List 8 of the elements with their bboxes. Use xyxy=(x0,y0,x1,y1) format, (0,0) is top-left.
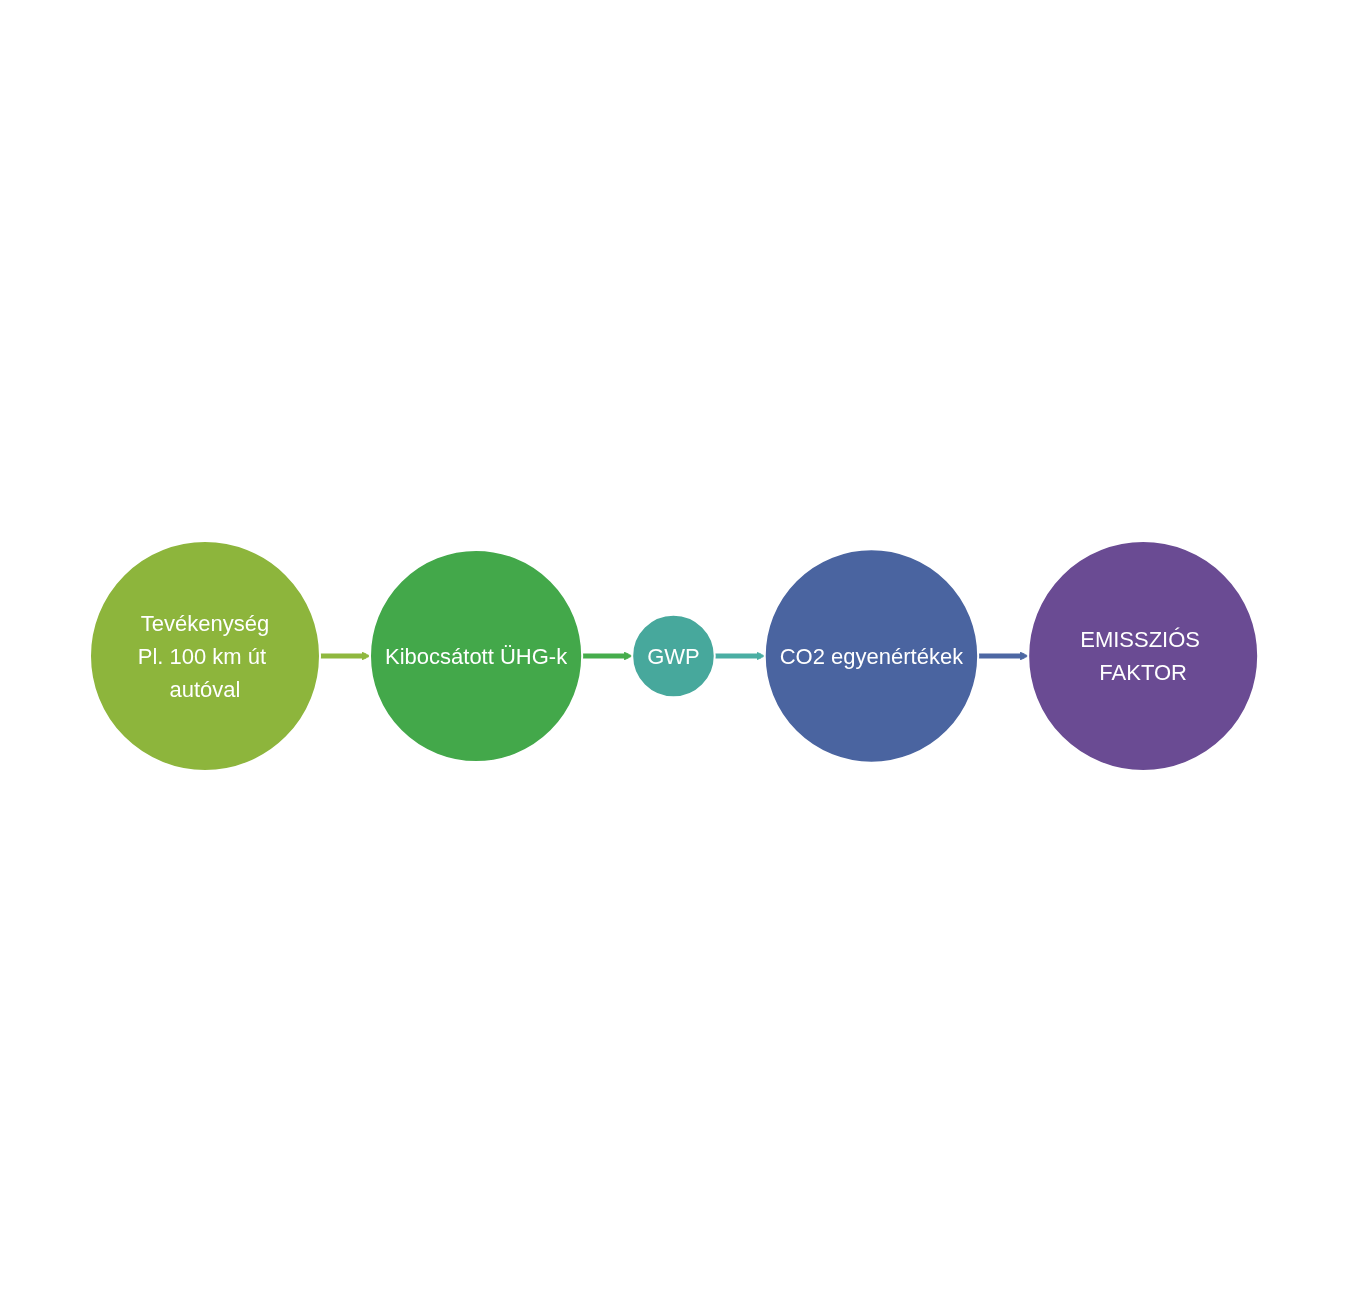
node-circle: GWP xyxy=(631,613,716,698)
arrow xyxy=(319,651,371,660)
node-circle: Kibocsátott ÜHG-k xyxy=(368,548,584,763)
node-circle: CO2 egyenértékek xyxy=(763,547,980,764)
node-circle: Tevékenység Pl. 100 km út autóval xyxy=(88,539,321,772)
node-circle: EMISSZIÓS FAKTOR xyxy=(1027,539,1260,772)
arrow xyxy=(582,651,633,660)
arrow xyxy=(978,651,1029,660)
